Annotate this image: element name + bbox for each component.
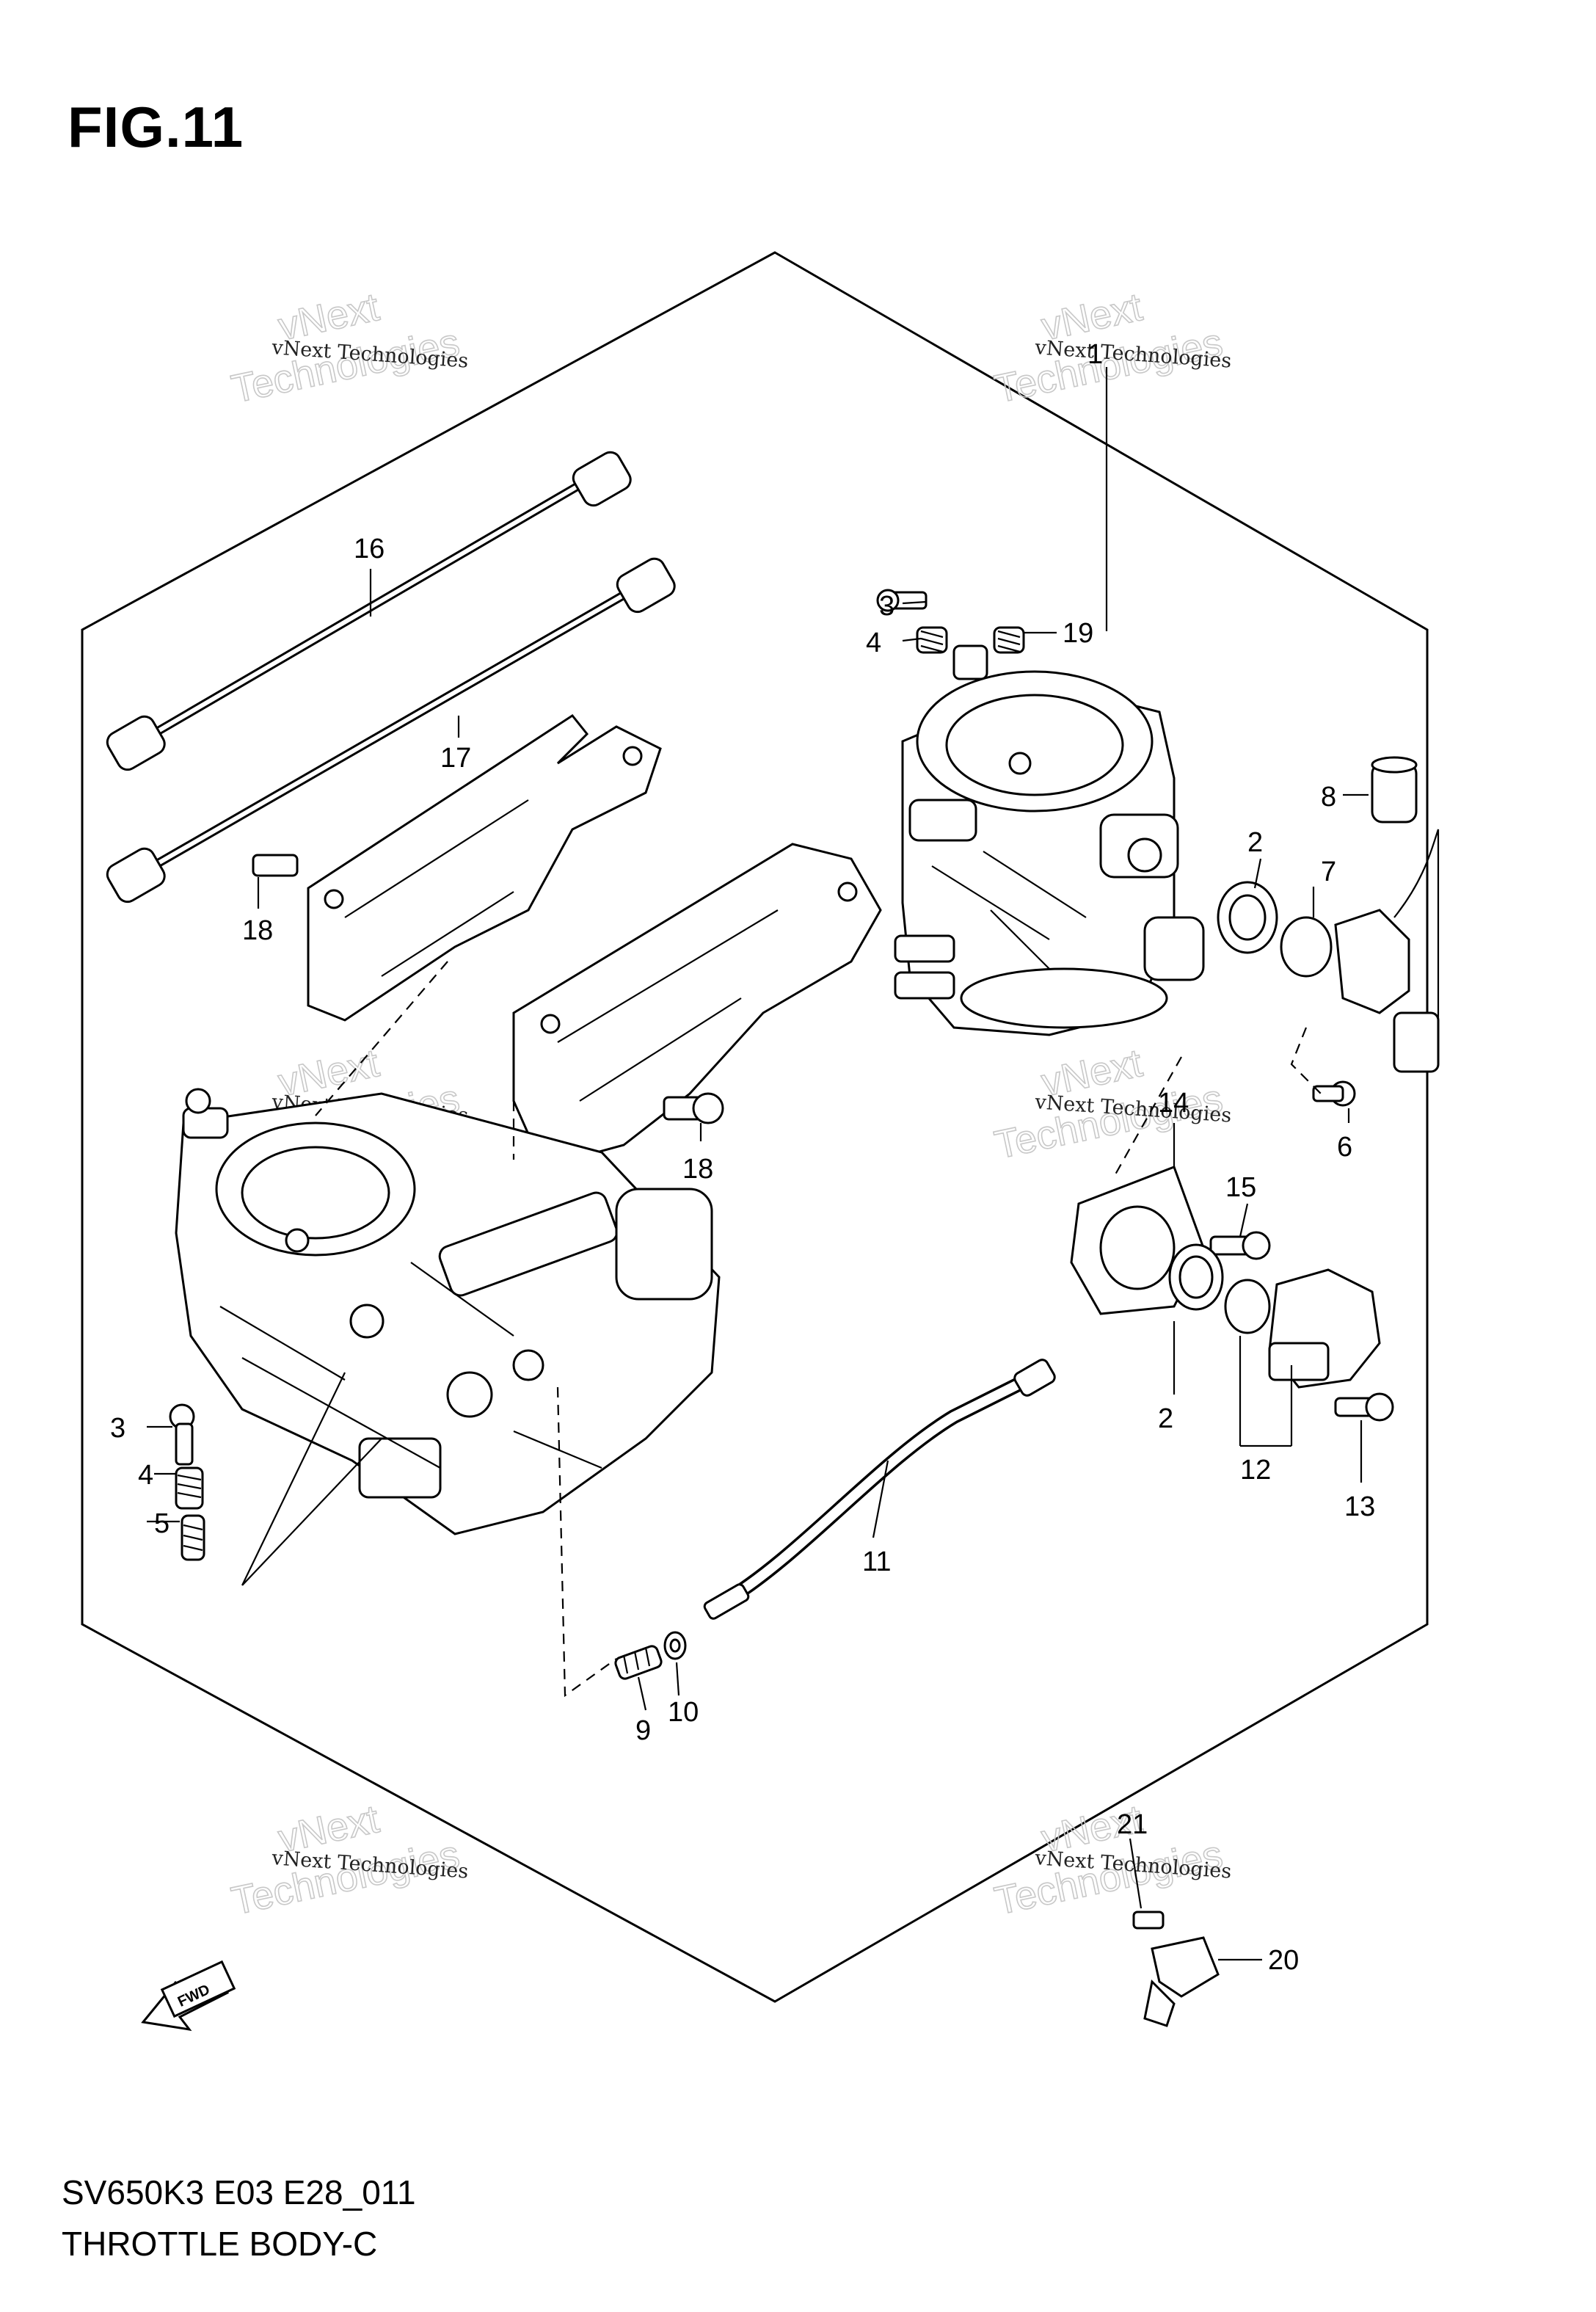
callout-4-upper: 4 [866,628,881,658]
callout-1: 1 [1087,339,1103,370]
callout-20: 20 [1268,1945,1299,1976]
callout-3-upper: 3 [879,591,894,622]
callout-3-lower: 3 [110,1413,125,1444]
sensor-part-12 [1224,1268,1381,1389]
callout-5: 5 [154,1508,170,1539]
cable-part-11 [703,1359,1056,1620]
spring-part-4-lower [175,1466,204,1510]
assembly-frame [81,251,1429,2003]
callout-15: 15 [1225,1172,1256,1203]
callout-4-lower: 4 [138,1460,153,1491]
callout-19: 19 [1063,618,1093,649]
spring-part-19 [993,626,1025,654]
callout-17: 17 [440,743,471,774]
spring-part-5 [181,1514,205,1561]
hose-part-16 [106,451,632,771]
callout-18-lower: 18 [682,1154,713,1185]
leader-lines [147,367,1369,1961]
figure-title: FIG.11 [68,95,244,159]
callout-8: 8 [1321,782,1336,813]
clip-part-20 [1143,1936,1220,2027]
fwd-arrow-icon: FWD [141,1960,236,2032]
hose-part-17 [106,557,676,904]
screw-part-13 [1334,1392,1394,1422]
cap-part-8 [1371,756,1418,824]
callout-13: 13 [1344,1491,1375,1522]
throttle-body-left [175,1088,721,1535]
callout-9: 9 [635,1715,651,1746]
model-code: SV650K3 E03 E28_011 [62,2173,416,2211]
callout-2-upper: 2 [1247,827,1263,858]
section-name: THROTTLE BODY-C [62,2225,378,2263]
screw-part-3-upper [876,589,928,612]
callout-7: 7 [1321,857,1336,887]
callout-11: 11 [862,1546,891,1577]
screw-part-3-lower [169,1403,195,1466]
clamp-part-2-upper [1217,881,1278,954]
clamp-part-2-lower [1168,1243,1224,1311]
callout-21: 21 [1117,1809,1148,1840]
callout-6: 6 [1337,1132,1352,1163]
screw-part-6 [1312,1080,1356,1107]
bracket-part-18-lower [512,843,882,1168]
callout-10: 10 [668,1697,699,1728]
callout-2-lower: 2 [1158,1403,1173,1434]
callout-14: 14 [1158,1088,1189,1119]
washer-part-10 [663,1631,687,1660]
callout-18-upper: 18 [242,915,273,946]
sensor-part-7 [1280,829,1440,1073]
callout-numbers: 1 2 2 3 3 4 4 5 6 7 8 9 10 11 12 13 14 1… [110,339,1375,1976]
screw-part-15 [1209,1231,1271,1260]
spring-part-4-upper [916,626,948,654]
callout-16: 16 [354,534,385,564]
callout-12: 12 [1240,1455,1271,1486]
spring-part-9 [614,1645,663,1680]
bracket-part-18-upper [252,713,662,1022]
screw-part-21 [1132,1911,1165,1930]
throttle-body-right [894,644,1205,1036]
